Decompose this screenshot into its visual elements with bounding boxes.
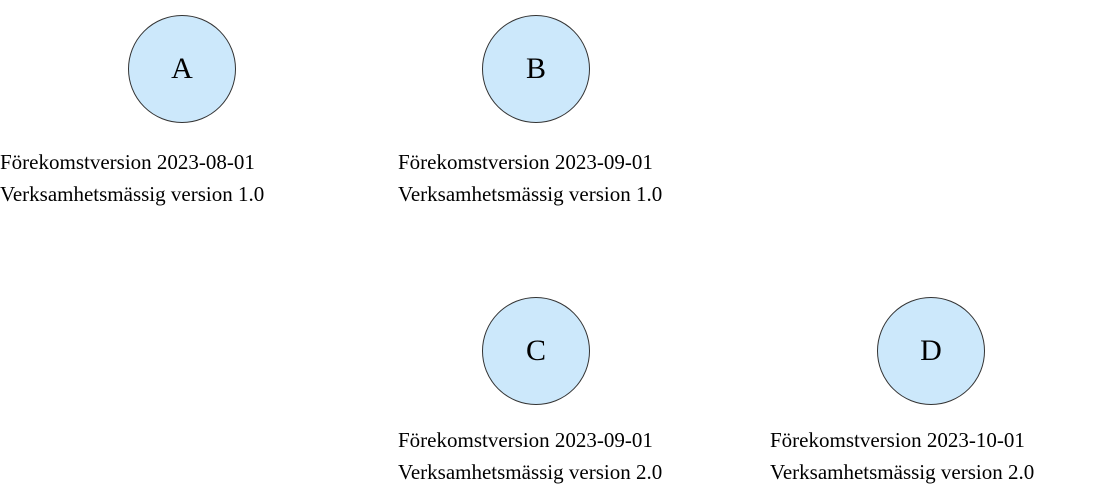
node-b-business-version: Verksamhetsmässig version 1.0: [398, 182, 663, 206]
node-c-business-version: Verksamhetsmässig version 2.0: [398, 460, 663, 484]
node-a-caption: Förekomstversion 2023-08-01 Verksamhetsm…: [0, 146, 264, 210]
node-a-label: A: [171, 52, 193, 85]
node-b-caption: Förekomstversion 2023-09-01 Verksamhetsm…: [398, 146, 662, 210]
node-b-label: B: [525, 52, 546, 85]
node-d-instance-version: Förekomstversion 2023-10-01: [770, 428, 1025, 452]
node-b-circle: B: [482, 15, 590, 123]
node-c-circle: C: [482, 297, 590, 405]
node-d-business-version: Verksamhetsmässig version 2.0: [770, 460, 1035, 484]
node-d-circle: D: [877, 297, 985, 405]
node-a-business-version: Verksamhetsmässig version 1.0: [0, 182, 265, 206]
node-c-caption: Förekomstversion 2023-09-01 Verksamhetsm…: [398, 424, 662, 488]
node-a-instance-version: Förekomstversion 2023-08-01: [0, 150, 255, 174]
node-b-instance-version: Förekomstversion 2023-09-01: [398, 150, 653, 174]
node-d-caption: Förekomstversion 2023-10-01 Verksamhetsm…: [770, 424, 1034, 488]
node-d-label: D: [920, 334, 942, 367]
node-c-label: C: [525, 334, 546, 367]
node-a-circle: A: [128, 15, 236, 123]
node-c-instance-version: Förekomstversion 2023-09-01: [398, 428, 653, 452]
